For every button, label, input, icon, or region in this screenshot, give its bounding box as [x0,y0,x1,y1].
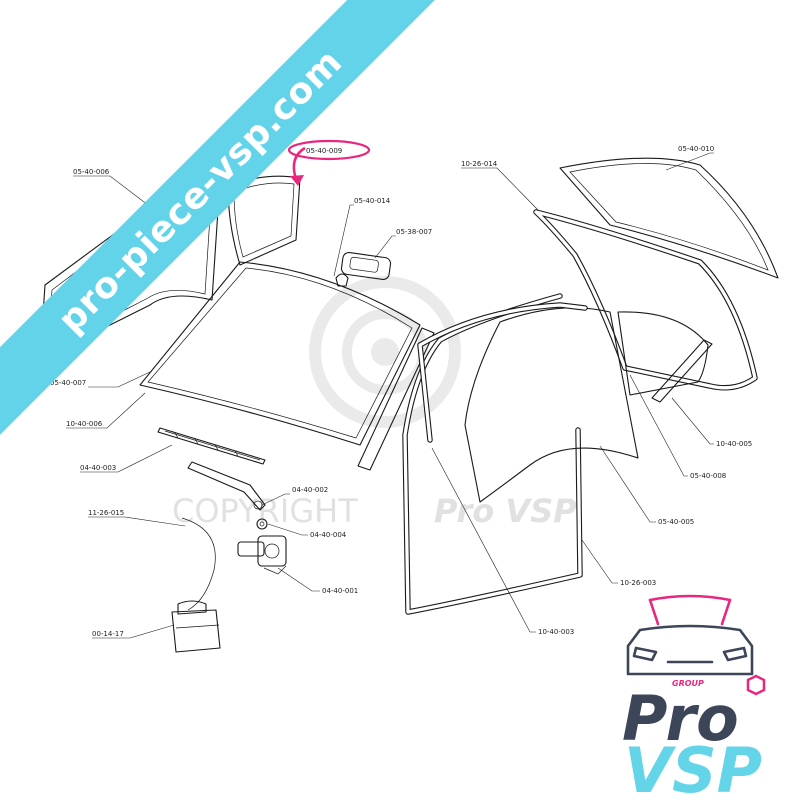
label-05-38-007: 05-38-007 [396,228,432,236]
logo-vsp-text: VSP [624,734,762,800]
label-04-40-004: 04-40-004 [310,531,347,539]
logo-pro-text: Pro [622,682,739,755]
part-11-26-015-washer-hose [181,517,216,611]
label-05-40-010: 05-40-010 [678,145,714,153]
leader-lines [66,152,714,639]
label-05-40-005: 05-40-005 [658,518,694,526]
highlight-oval [287,139,371,161]
label-10-26-014: 10-26-014 [461,160,498,168]
label-10-26-003: 10-26-003 [620,579,656,587]
label-10-40-006: 10-40-006 [66,420,103,428]
highlight-arrow-head [290,175,304,186]
label-04-40-002: 04-40-002 [292,486,328,494]
label-04-40-001: 04-40-001 [322,587,358,595]
part-10-40-003-door-seal [402,293,583,615]
part-05-40-014-clip [335,273,349,287]
part-10-26-014-rear-seal [533,209,758,391]
windscreen-side-trim [357,327,435,471]
part-04-40-004-nut [256,518,268,530]
label-04-40-003: 04-40-003 [80,464,116,472]
provsp-logo: GROUP Pro VSP [622,594,766,800]
part-04-40-001-wiper-motor [237,535,287,575]
part-10-26-003-glass-channel [417,302,588,443]
watermark-brand: Pro VSP [434,492,577,530]
label-05-40-007: 05-40-007 [50,379,86,387]
part-05-40-008-rear-quarter-glass [617,311,709,396]
label-11-26-015: 11-26-015 [88,509,124,517]
label-05-40-006: 05-40-006 [73,168,110,176]
part-04-40-003-wiper-blade [157,427,266,465]
part-00-14-17-washer-reservoir [171,600,221,653]
watermark-copyright: COPYRIGHT [172,492,358,530]
part-05-40-007-windscreen [139,261,421,446]
part-05-40-010-rear-window [559,157,779,279]
part-05-38-007-mirror-mount [340,251,392,281]
part-10-40-005-trim-strip [651,339,713,403]
label-05-40-008: 05-40-008 [690,472,726,480]
logo-hex-nut-icon [746,674,766,696]
label-00-14-17: 00-14-17 [92,630,124,638]
label-05-40-014: 05-40-014 [354,197,391,205]
label-10-40-003: 10-40-003 [538,628,574,636]
label-05-40-009: 05-40-009 [306,147,342,155]
label-10-40-005: 10-40-005 [716,440,752,448]
logo-car-icon [626,594,754,676]
logo-group-text: GROUP [672,679,704,688]
